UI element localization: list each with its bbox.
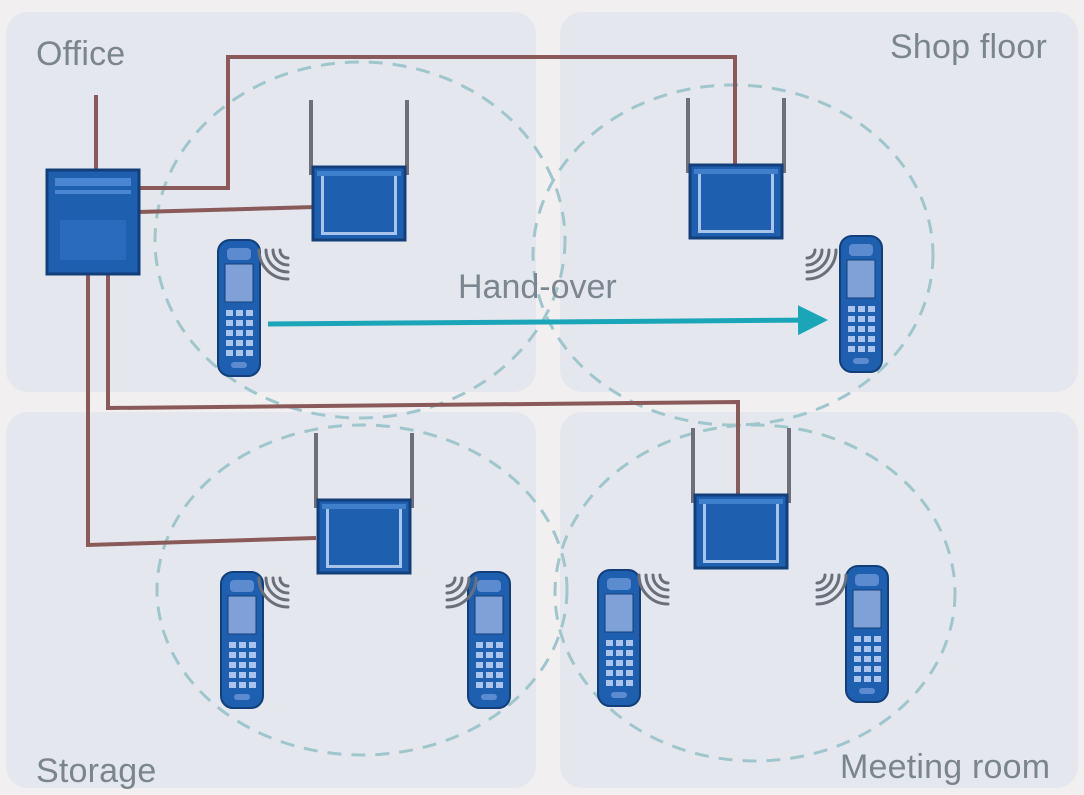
handset-icon bbox=[467, 571, 511, 709]
cable-to-office-base bbox=[137, 205, 316, 214]
room-panel-meeting-room bbox=[560, 412, 1078, 788]
cables bbox=[86, 55, 740, 548]
room-label-storage: Storage bbox=[36, 752, 157, 790]
dect-controller bbox=[45, 168, 141, 276]
cable-to-storage bbox=[86, 275, 317, 548]
handset-icon bbox=[597, 569, 641, 707]
room-label-shop-floor: Shop floor bbox=[890, 28, 1047, 66]
cable-to-shop-floor bbox=[138, 55, 737, 190]
handset-icon bbox=[217, 239, 261, 377]
handover-arrow bbox=[267, 305, 828, 336]
handover-label: Hand-over bbox=[458, 268, 617, 306]
coverage-rings bbox=[153, 60, 957, 763]
handset-icon bbox=[220, 571, 264, 709]
coverage-ring-meeting-room bbox=[553, 423, 957, 763]
room-label-office: Office bbox=[36, 35, 126, 73]
room-panel-office bbox=[6, 12, 536, 392]
handset-icon bbox=[839, 235, 883, 373]
room-panel-shop-floor bbox=[560, 12, 1078, 392]
cable-to-meeting-room bbox=[106, 275, 740, 500]
handset-icon bbox=[845, 565, 889, 703]
coverage-ring-office bbox=[153, 60, 567, 420]
coverage-ring-storage bbox=[155, 423, 569, 757]
room-panels bbox=[6, 12, 1078, 788]
room-label-meeting-room: Meeting room bbox=[840, 748, 1051, 786]
